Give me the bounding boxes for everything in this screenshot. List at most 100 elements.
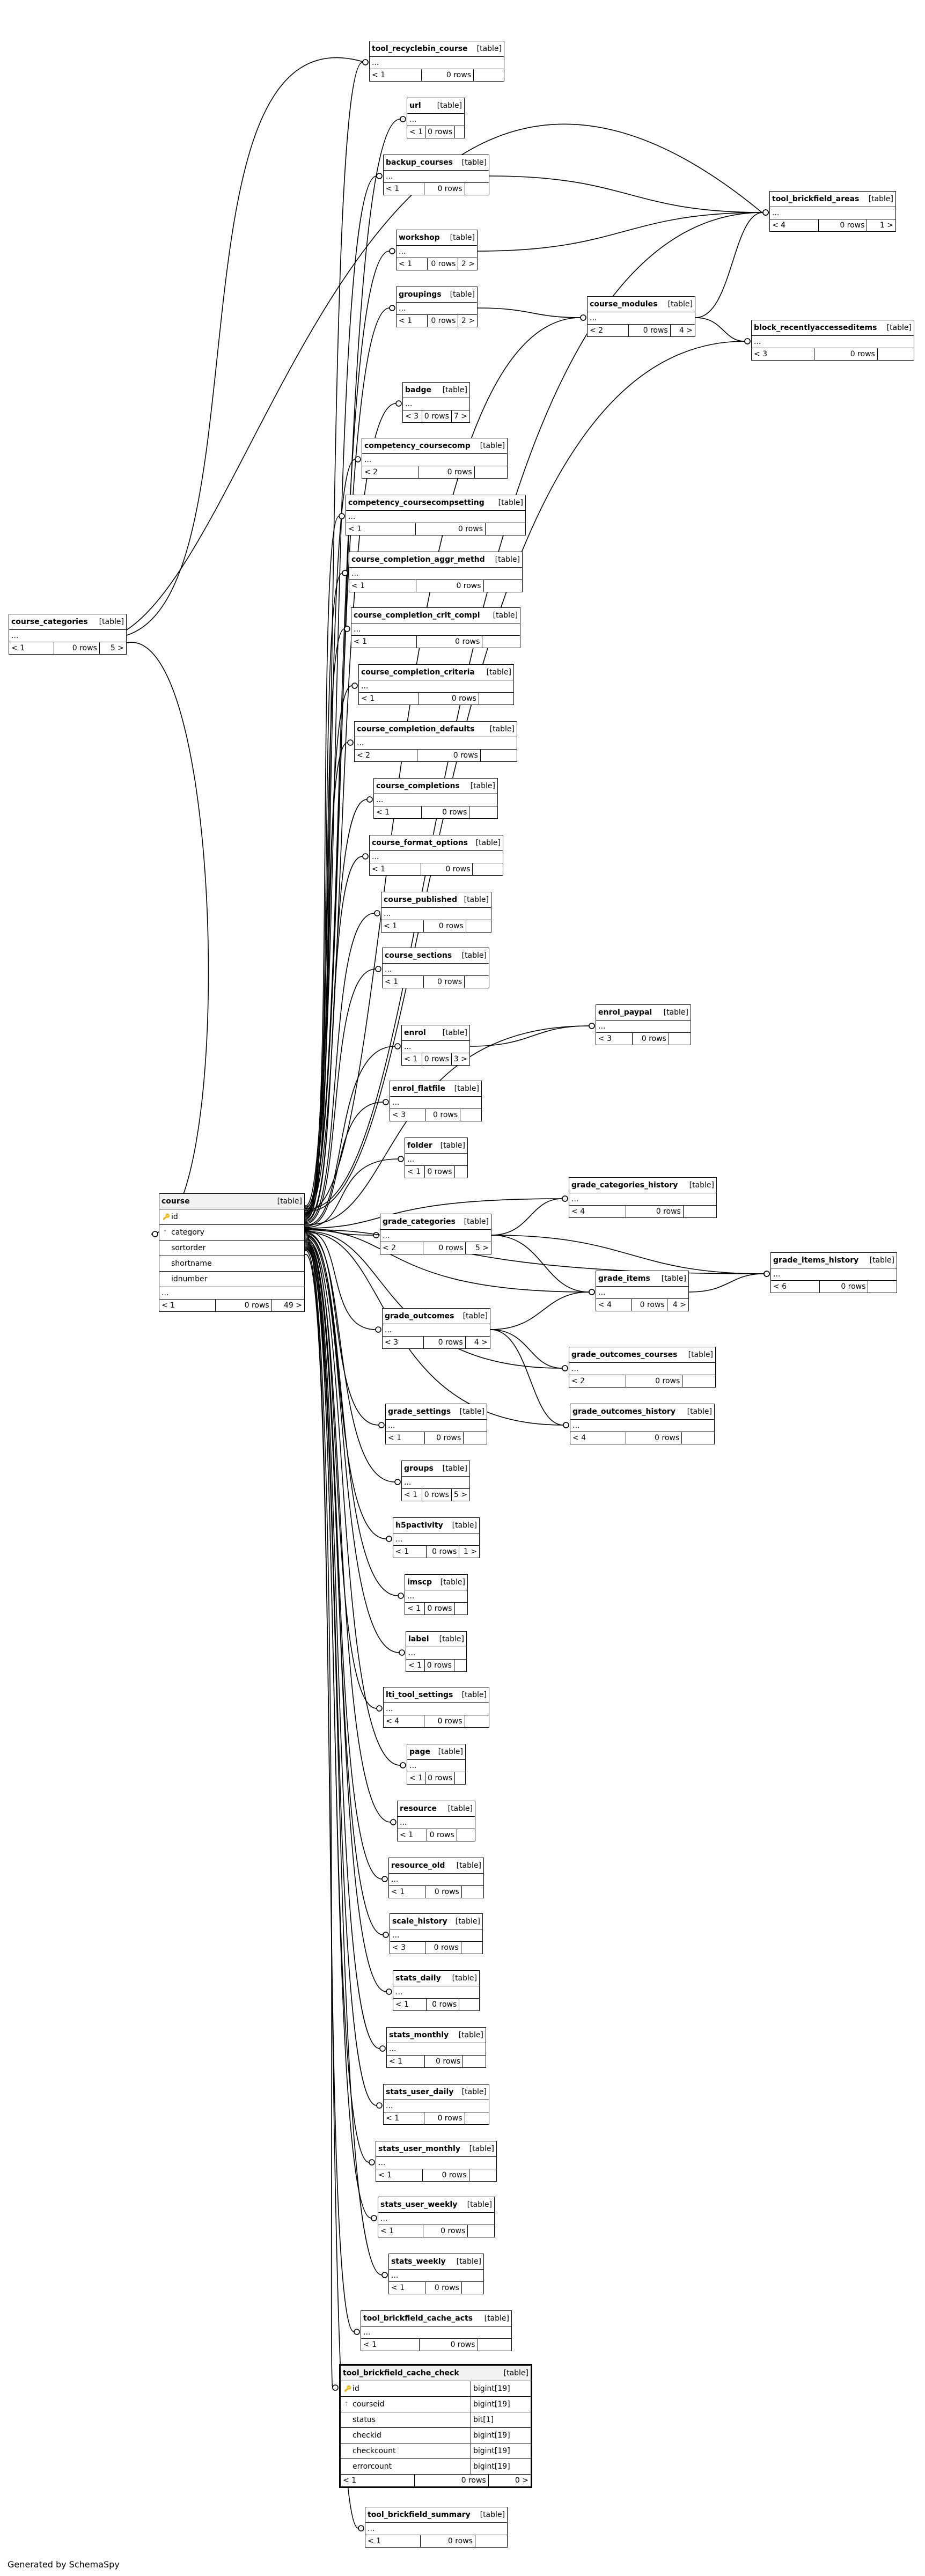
more-columns: ...: [405, 1154, 467, 1166]
crowfoot-course_completion_criteria: [351, 682, 358, 689]
crowfoot-course_modules-from-groupings: [580, 314, 586, 321]
table-course-completion-aggr-methd[interactable]: course_completion_aggr_methd[table]...< …: [349, 552, 523, 592]
edge-course-grade_outcomes_courses: [304, 1231, 563, 1369]
child-count: [461, 2282, 483, 2294]
more-columns: ...: [370, 851, 503, 863]
row-count: 0 rows: [425, 1772, 454, 1784]
edge-course-grade_items: [304, 1229, 590, 1293]
parent-count: < 1: [399, 260, 413, 268]
edge-grade_outcomes-grade_items: [490, 1291, 590, 1330]
edge-course-tool_brickfield_areas: [304, 212, 764, 1209]
table-tag: [table]: [456, 2257, 481, 2266]
parent-count: < 2: [357, 751, 371, 760]
more-columns: ...: [376, 2157, 496, 2169]
table-tag: [table]: [450, 290, 475, 299]
table-course[interactable]: course[table] 🔑id ⇡category sortorder sh…: [159, 1193, 305, 1312]
table-tag: [table]: [467, 2200, 492, 2209]
table-block-recentlyaccesseditems[interactable]: block_recentlyaccesseditems[table]...< 3…: [751, 320, 914, 361]
edge-course-stats_weekly: [304, 1249, 383, 2276]
row-count: 0 rows: [425, 1999, 459, 2010]
crowfoot-tool_brickfield_summary: [358, 2525, 364, 2531]
child-count: [454, 1166, 467, 1178]
table-name: enrol_paypal: [598, 1008, 652, 1017]
table-name: course_completion_crit_compl: [354, 611, 480, 620]
more-columns: ...: [397, 246, 477, 258]
table-header: tool_brickfield_summary[table]: [365, 2507, 507, 2523]
row-count: 0 rows: [427, 258, 458, 270]
child-count: [877, 348, 914, 360]
table-name: grade_categories_history: [571, 1181, 678, 1190]
table-course-completion-crit-compl[interactable]: course_completion_crit_compl[table]...< …: [351, 607, 520, 648]
table-header: grade_categories[table]: [380, 1214, 491, 1230]
more-columns: ...: [393, 1533, 479, 1546]
table-tag: [table]: [663, 1008, 688, 1017]
crowfoot-page: [400, 1762, 406, 1768]
row-count: 0 rows: [423, 920, 466, 932]
table-header: course_modules[table]: [588, 297, 695, 312]
table-header: course_completions[table]: [374, 779, 497, 794]
table-tag: [table]: [480, 2511, 505, 2519]
parent-count: < 1: [380, 2227, 394, 2235]
table-name: grade_outcomes_courses: [571, 1351, 678, 1359]
table-name: course_completion_criteria: [361, 668, 475, 677]
child-count: [668, 1033, 691, 1045]
table-competency-coursecompsetting[interactable]: competency_coursecompsetting[table]...< …: [346, 495, 526, 535]
table-tag: [table]: [437, 101, 462, 110]
crowfoot-recyclebin: [362, 59, 369, 65]
crowfoot-h5pactivity: [386, 1536, 392, 1542]
